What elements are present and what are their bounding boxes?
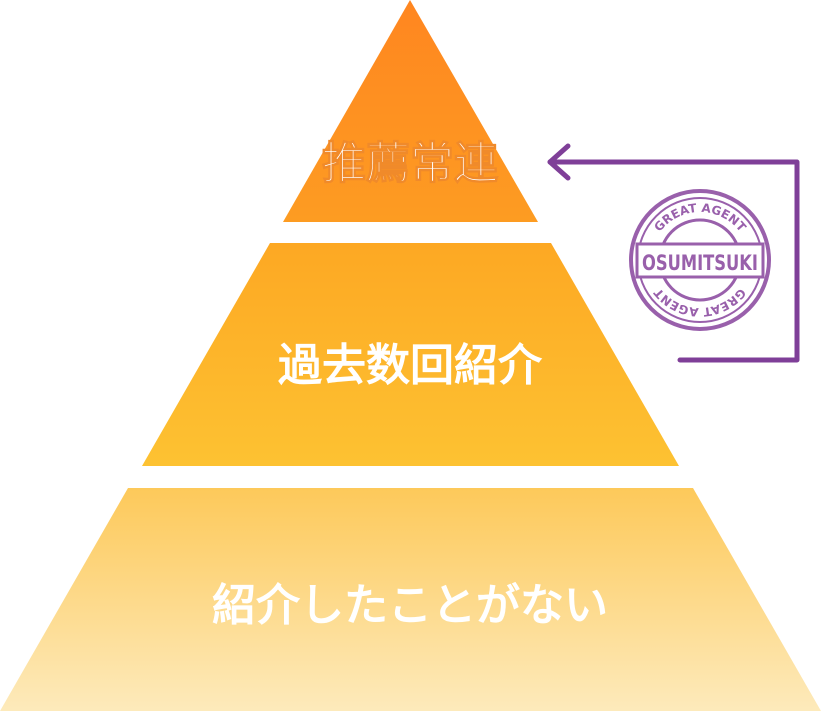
- tier-bottom-label: 紹介したことがない: [212, 580, 608, 631]
- osumitsuki-stamp: OSUMITSUKI GREAT AGENT GREAT AGENT: [629, 189, 771, 331]
- tier-middle-label: 過去数回紹介: [278, 340, 543, 391]
- promotion-arrow: [547, 143, 800, 363]
- tier-top: [283, 0, 538, 222]
- stamp-ring-top: GREAT AGENT: [651, 201, 749, 235]
- svg-text:GREAT AGENT: GREAT AGENT: [651, 285, 749, 319]
- arrow-head-icon: [547, 143, 571, 181]
- stamp-ring-bottom: GREAT AGENT: [651, 285, 749, 319]
- svg-text:GREAT AGENT: GREAT AGENT: [651, 201, 749, 235]
- tier-top-label: 推薦常連: [322, 138, 499, 189]
- tier-bottom: [0, 488, 821, 711]
- stamp-center-text: OSUMITSUKI: [642, 251, 758, 275]
- tier-middle: [142, 243, 679, 466]
